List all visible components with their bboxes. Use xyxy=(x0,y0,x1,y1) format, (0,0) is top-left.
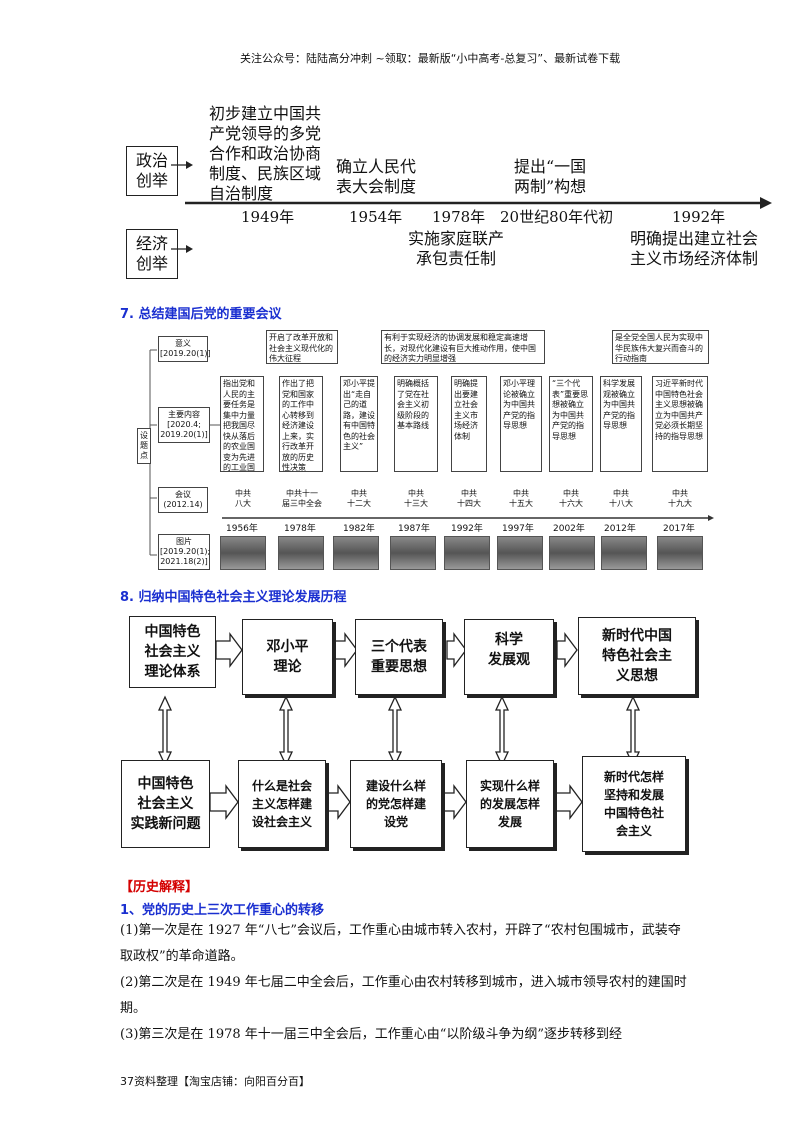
box-three-represents: 三个代表重要思想 xyxy=(355,619,443,695)
row-label-main-content: 主要内容[2020.4;2019.20(1)] xyxy=(158,407,210,443)
page-header: 关注公众号：陆陆高分冲刺 ~领取：最新版“小中高考-总复习”、最新试卷下载 xyxy=(240,52,621,65)
box-scientific-development: 科学发展观 xyxy=(464,619,554,695)
meeting-photo xyxy=(444,536,490,570)
year-1956: 1956年 xyxy=(226,524,258,534)
year-1954: 1954年 xyxy=(349,208,403,226)
meeting-13th: 中共十三大 xyxy=(404,489,428,508)
content-12th-congress: 邓小平提出“走自己的道路，建设有中国特色的社会主义” xyxy=(340,376,378,472)
content-third-plenum: 作出了把党和国家的工作中心转移到经济建设上来，实行改革开放的历史性决策 xyxy=(279,376,323,472)
box-what-development: 实现什么样的发展怎样发展 xyxy=(466,760,554,848)
year-1982: 1982年 xyxy=(343,524,375,534)
content-16th-congress: “三个代表”重要思想被确立为中国共产党的指导思想 xyxy=(549,376,593,472)
timeline-lines xyxy=(171,161,772,253)
year-2017: 2017年 xyxy=(663,524,695,534)
footer-text: 资料整理【淘宝店铺：向阳百分百】 xyxy=(134,1075,310,1088)
meeting-photo xyxy=(333,536,379,570)
meeting-19th: 中共十九大 xyxy=(668,489,692,508)
history-label: 【历史解释】 xyxy=(120,880,199,895)
content-19th-congress: 习近平新时代中国特色社会主义思想被确立为中国共产党必须长期坚持的指导思想 xyxy=(652,376,708,472)
meeting-16th: 中共十六大 xyxy=(559,489,583,508)
meeting-photo xyxy=(278,536,324,570)
year-2002: 2002年 xyxy=(553,524,585,534)
economic-innovation-label: 经济创举 xyxy=(126,229,178,279)
question-points-label: 设题点 xyxy=(137,428,151,464)
content-8th-congress: 指出党和人民的主要任务是集中力量把我国尽快从落后的农业国变为先进的工业国 xyxy=(220,376,264,472)
year-1987: 1987年 xyxy=(398,524,430,534)
year-1978: 1978年 xyxy=(432,208,486,226)
content-18th-congress: 科学发展观被确立为中国共产党的指导思想 xyxy=(600,376,642,472)
box-new-era-thought: 新时代中国特色社会主义思想 xyxy=(578,617,696,695)
meeting-photo xyxy=(390,536,436,570)
meeting-photo xyxy=(549,536,595,570)
significance-1992: 有利于实现经济的协调发展和稳定高速增长，对现代化建设有巨大推动作用，使中国的经济… xyxy=(381,330,545,364)
significance-1978: 开启了改革开放和社会主义现代化的伟大征程 xyxy=(266,330,338,364)
history-paragraph-3: (3)第三次是在 1978 年十一届三中全会后，工作重心由“以阶级斗争为纲”逐步… xyxy=(120,1027,623,1042)
box-deng-theory: 邓小平理论 xyxy=(242,619,333,695)
history-paragraph-2: (2)第二次是在 1949 年七届二中全会后，工作重心由农村转移到城市，进入城市… xyxy=(120,975,687,1016)
content-15th-congress: 邓小平理论被确立为中国共产党的指导思想 xyxy=(500,376,542,472)
meeting-18th: 中共十八大 xyxy=(609,489,633,508)
box-build-party: 建设什么样的党怎样建设党 xyxy=(350,760,442,848)
economic-item-1978: 实施家庭联产 承包责任制 xyxy=(408,229,505,268)
year-1980s: 20世纪80年代初 xyxy=(500,208,614,226)
content-13th-congress: 明确概括了党在社会主义初级阶段的基本路线 xyxy=(394,376,438,472)
meeting-8th: 中共八大 xyxy=(235,489,251,508)
year-2012: 2012年 xyxy=(604,524,636,534)
meeting-photo xyxy=(601,536,647,570)
political-item-1954: 确立人民代 表大会制度 xyxy=(336,157,417,196)
year-1997: 1997年 xyxy=(502,524,534,534)
meeting-15th: 中共十五大 xyxy=(509,489,533,508)
section-8-title: 8. 归纳中国特色社会主义理论发展历程 xyxy=(120,590,347,605)
year-1949: 1949年 xyxy=(241,208,295,226)
year-1978-b: 1978年 xyxy=(284,524,316,534)
meeting-12th: 中共十二大 xyxy=(347,489,371,508)
meeting-photo xyxy=(657,536,703,570)
box-practice-problems: 中国特色社会主义实践新问题 xyxy=(121,760,210,848)
year-1992-b: 1992年 xyxy=(451,524,483,534)
box-theory-system: 中国特色社会主义理论体系 xyxy=(129,616,216,688)
meeting-third-plenum: 中共十一届三中全会 xyxy=(282,489,322,508)
meeting-photo xyxy=(497,536,543,570)
history-paragraph-1: (1)第一次是在 1927 年“八七”会议后，工作重心由城市转入农村，开辟了“农… xyxy=(120,923,681,964)
year-1992: 1992年 xyxy=(672,208,726,226)
significance-2017: 是全党全国人民为实现中华民族伟大复兴而奋斗的行动指南 xyxy=(612,330,709,364)
row-label-meeting: 会议(2012.14) xyxy=(158,487,208,513)
flow-arrows xyxy=(157,632,641,820)
history-subtitle: 1、党的历史上三次工作重心的转移 xyxy=(120,903,325,918)
row-label-significance: 意义[2019.20(1)] xyxy=(158,336,211,362)
content-14th-congress: 明确提出要建立社会主义市场经济体制 xyxy=(451,376,487,472)
meeting-photo xyxy=(220,536,266,570)
section-7-title: 7. 总结建国后党的重要会议 xyxy=(120,307,282,322)
page-number: 37 xyxy=(120,1075,134,1088)
political-item-1980s: 提出“一国 两制”构想 xyxy=(514,157,587,196)
meeting-14th: 中共十四大 xyxy=(457,489,481,508)
box-new-era-how: 新时代怎样坚持和发展中国特色社会主义 xyxy=(582,756,686,852)
economic-item-1992: 明确提出建立社会 主义市场经济体制 xyxy=(630,229,759,268)
political-item-1949: 初步建立中国共 产党领导的多党 合作和政治协商 制度、民族区域 自治制度 xyxy=(209,104,322,203)
political-innovation-label: 政治创举 xyxy=(126,146,178,196)
row-label-pictures: 图片[2019.20(1);2021.18(2)] xyxy=(158,534,210,570)
page-footer: 37资料整理【淘宝店铺：向阳百分百】 xyxy=(120,1073,310,1089)
box-what-is-socialism: 什么是社会主义怎样建设社会主义 xyxy=(238,760,326,848)
